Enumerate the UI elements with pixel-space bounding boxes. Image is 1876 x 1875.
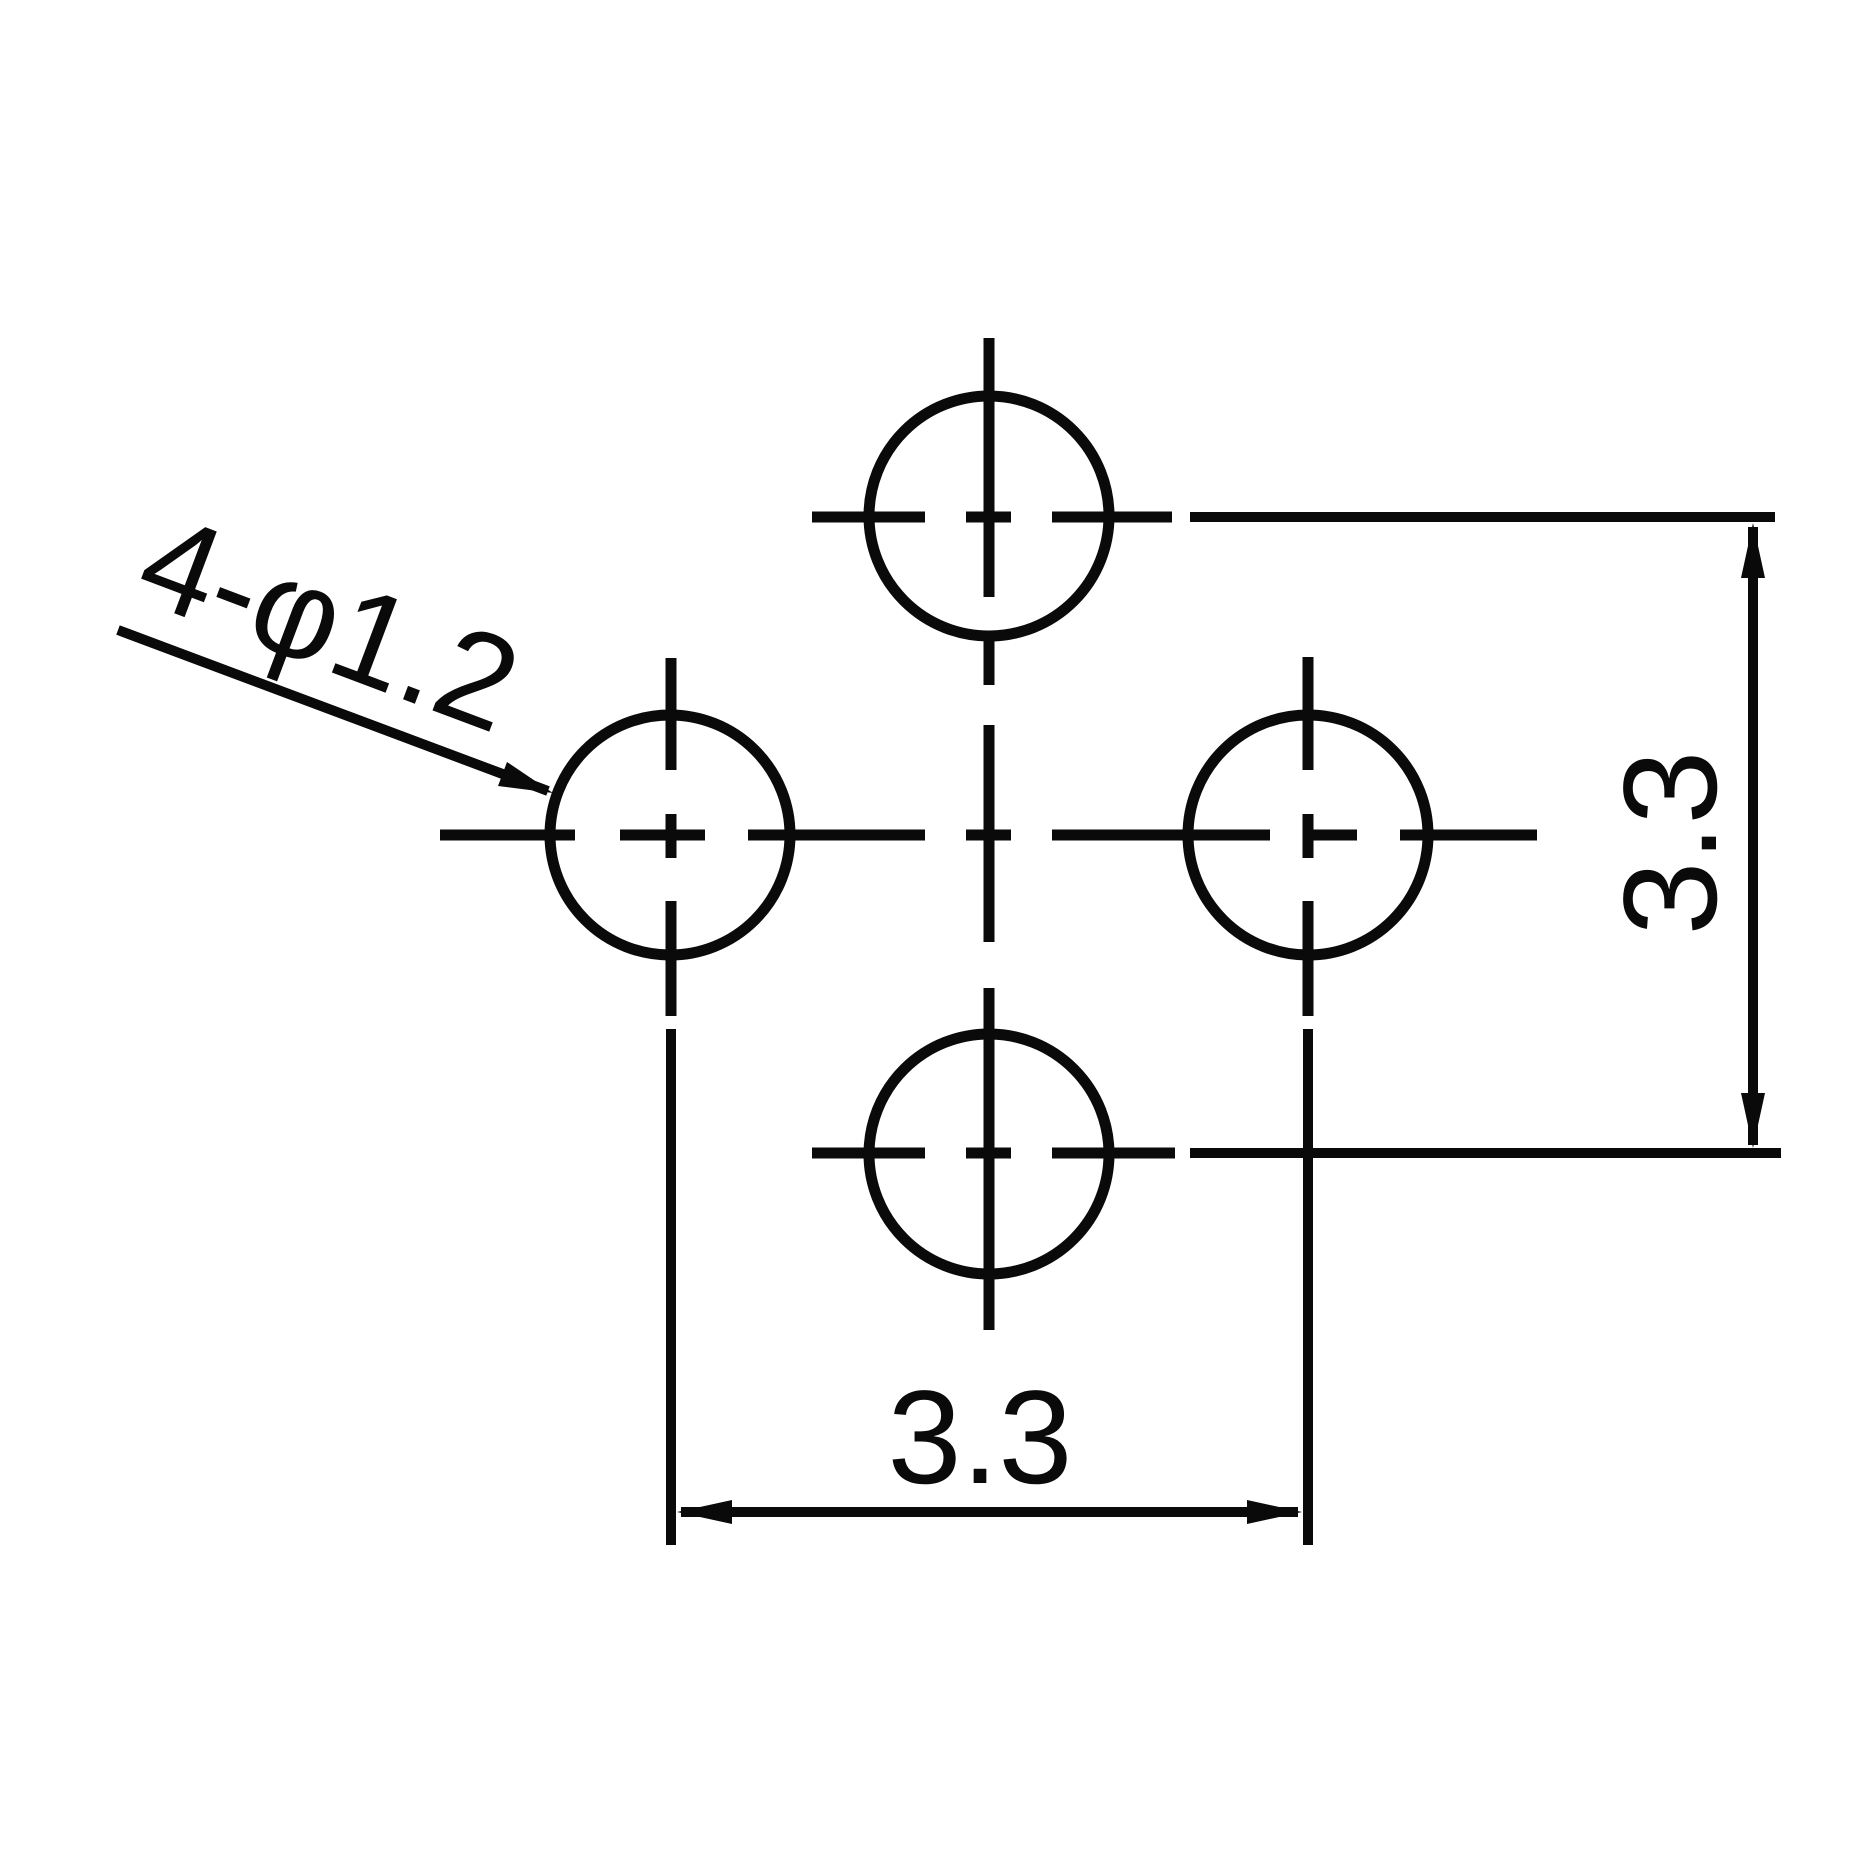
dim-arrow-left-icon <box>677 1500 732 1524</box>
dim-arrow-down-icon <box>1741 1093 1765 1148</box>
dim-arrow-right-icon <box>1247 1500 1302 1524</box>
dimension-vertical: 3.3 <box>1190 512 1781 1158</box>
dimension-horizontal: 3.3 <box>666 1029 1313 1545</box>
dim-vertical-value: 3.3 <box>1597 751 1745 936</box>
hole-right <box>1182 709 1434 961</box>
hole-top <box>863 390 1115 642</box>
hole-bottom <box>863 1028 1115 1280</box>
leader-label: 4-φ1.2 <box>121 486 538 762</box>
hole-circles <box>544 390 1434 1280</box>
hole-left <box>544 709 796 961</box>
leader-line <box>116 625 550 796</box>
leader-arrowhead-icon <box>498 762 553 793</box>
dim-horizontal-value: 3.3 <box>888 1364 1073 1512</box>
centerlines <box>440 338 1537 1330</box>
leader-callout: 4-φ1.2 <box>116 486 553 796</box>
dim-arrow-up-icon <box>1741 523 1765 578</box>
